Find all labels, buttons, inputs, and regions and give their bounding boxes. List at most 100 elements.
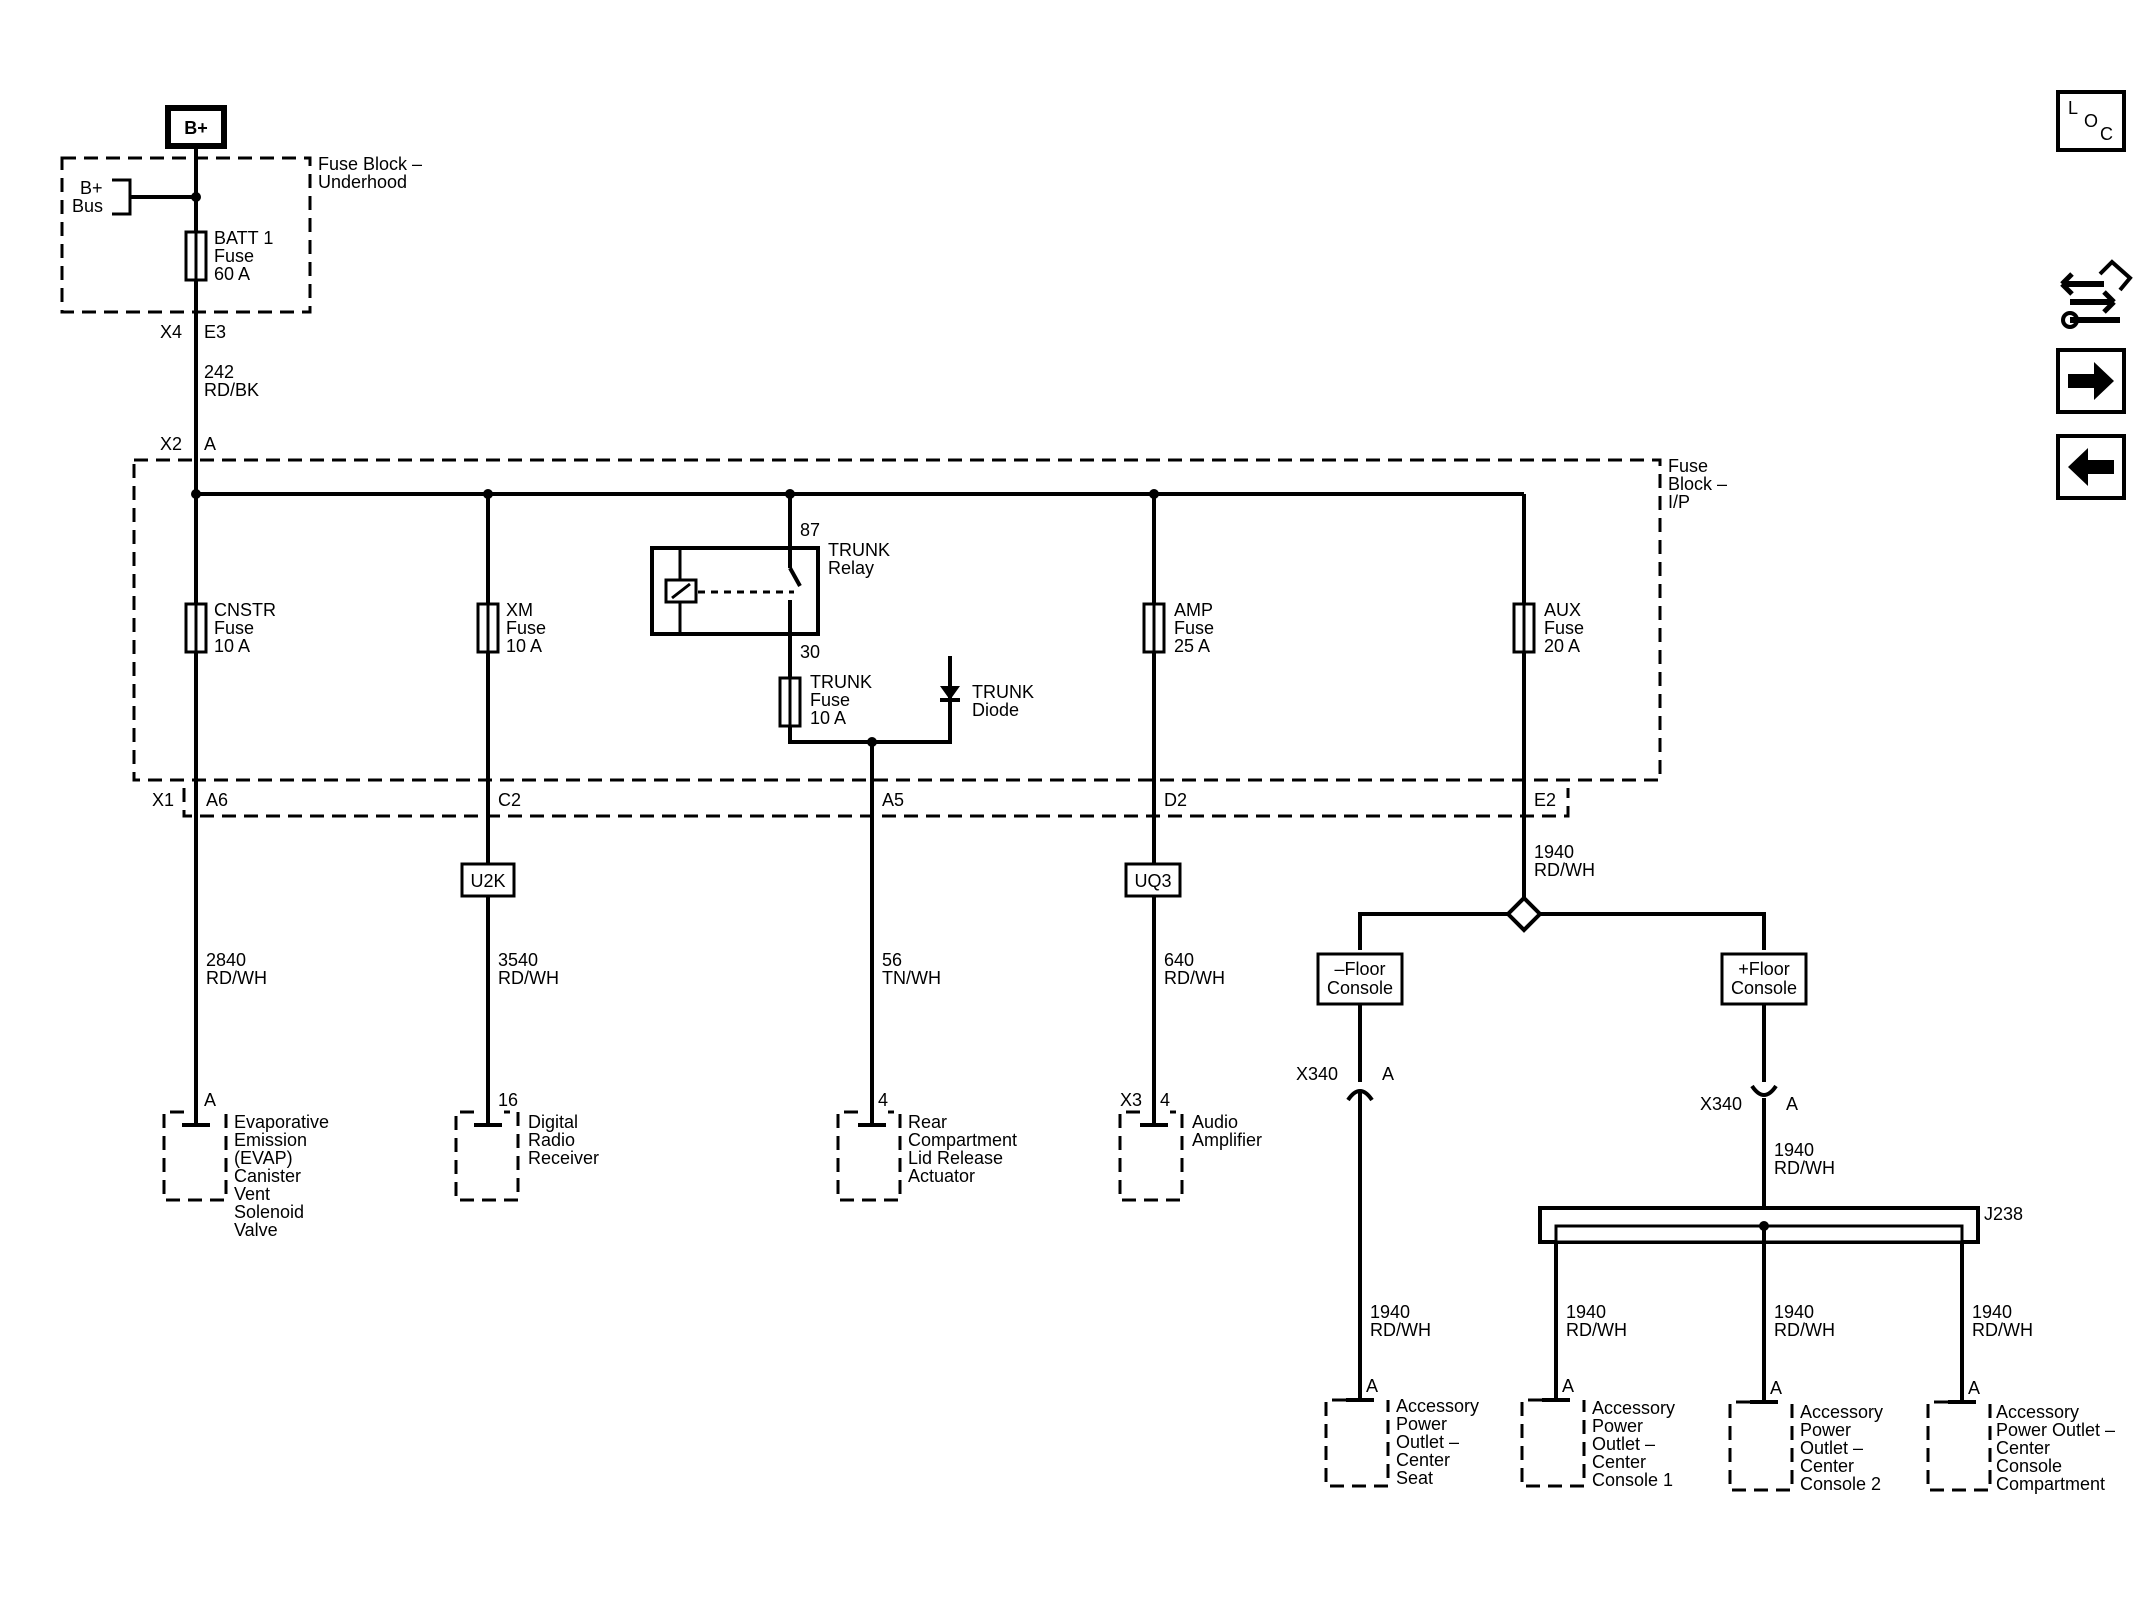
- svg-text:TRUNK: TRUNK: [810, 672, 872, 692]
- svg-text:B+: B+: [80, 178, 103, 198]
- option-uq3: UQ3: [1124, 862, 1182, 898]
- svg-text:1940: 1940: [1972, 1302, 2012, 1322]
- pin-x340-left-a: A: [1382, 1064, 1394, 1084]
- schematic-icon[interactable]: [2060, 259, 2133, 329]
- outlet-console-1-component: [1520, 1398, 1586, 1488]
- wire-242-label: 242 RD/BK: [204, 362, 259, 400]
- pin-radio-16: 16: [498, 1090, 518, 1110]
- svg-text:Console: Console: [1731, 978, 1797, 998]
- svg-text:TRUNK: TRUNK: [972, 682, 1034, 702]
- pin-center-seat-a: A: [1366, 1376, 1378, 1396]
- connector-x2: X2: [160, 434, 182, 454]
- outlet-center-seat-label: Accessory Power Outlet – Center Seat: [1396, 1396, 1479, 1488]
- svg-text:Radio: Radio: [528, 1130, 575, 1150]
- pin-amp-4: 4: [1160, 1090, 1170, 1110]
- svg-text:RD/WH: RD/WH: [1972, 1320, 2033, 1340]
- svg-text:Center: Center: [1800, 1456, 1854, 1476]
- wire-640-label: 640 RD/WH: [1164, 950, 1225, 988]
- svg-text:AMP: AMP: [1174, 600, 1213, 620]
- svg-text:56: 56: [882, 950, 902, 970]
- svg-text:XM: XM: [506, 600, 533, 620]
- svg-text:O: O: [2084, 111, 2098, 131]
- connector-x340-right: X340: [1700, 1094, 1742, 1114]
- svg-text:Compartment: Compartment: [908, 1130, 1017, 1150]
- svg-text:Console 2: Console 2: [1800, 1474, 1881, 1494]
- svg-text:Vent: Vent: [234, 1184, 270, 1204]
- svg-text:BATT 1: BATT 1: [214, 228, 273, 248]
- svg-text:Console: Console: [1327, 978, 1393, 998]
- svg-text:RD/WH: RD/WH: [206, 968, 267, 988]
- svg-text:RD/WH: RD/WH: [1534, 860, 1595, 880]
- svg-text:Fuse: Fuse: [810, 690, 850, 710]
- svg-text:10 A: 10 A: [214, 636, 250, 656]
- svg-text:Accessory: Accessory: [1592, 1398, 1675, 1418]
- svg-text:Receiver: Receiver: [528, 1148, 599, 1168]
- svg-text:20 A: 20 A: [1544, 636, 1580, 656]
- svg-text:Accessory: Accessory: [1396, 1396, 1479, 1416]
- svg-text:Bus: Bus: [72, 196, 103, 216]
- svg-text:640: 640: [1164, 950, 1194, 970]
- back-arrow-icon[interactable]: [2056, 434, 2126, 500]
- svg-text:I/P: I/P: [1668, 492, 1690, 512]
- svg-text:Amplifier: Amplifier: [1192, 1130, 1262, 1150]
- audio-amplifier-component: [1118, 1110, 1184, 1202]
- evap-solenoid-label: Evaporative Emission (EVAP) Canister Ven…: [234, 1112, 329, 1240]
- trunk-diode: TRUNK Diode: [940, 656, 1034, 720]
- svg-text:TN/WH: TN/WH: [882, 968, 941, 988]
- wire-3540-label: 3540 RD/WH: [498, 950, 559, 988]
- svg-text:Console 1: Console 1: [1592, 1470, 1673, 1490]
- svg-text:RD/WH: RD/WH: [1774, 1158, 1835, 1178]
- outlet-console-2-label: Accessory Power Outlet – Center Console …: [1800, 1402, 1883, 1494]
- location-icon[interactable]: L O C: [2056, 90, 2126, 152]
- relay-pin-87: 87: [800, 520, 820, 540]
- svg-text:Relay: Relay: [828, 558, 874, 578]
- svg-text:1940: 1940: [1566, 1302, 1606, 1322]
- svg-text:Fuse: Fuse: [214, 618, 254, 638]
- option-u2k: U2K: [460, 862, 516, 898]
- wire-1940-center-seat-label: 1940 RD/WH: [1370, 1302, 1431, 1340]
- pin-e2: E2: [1534, 790, 1556, 810]
- connector-x3: X3: [1120, 1090, 1142, 1110]
- svg-text:Block –: Block –: [1668, 474, 1727, 494]
- trunk-fuse: TRUNK Fuse 10 A: [778, 672, 872, 728]
- svg-text:RD/WH: RD/WH: [1774, 1320, 1835, 1340]
- svg-text:Valve: Valve: [234, 1220, 278, 1240]
- wire-split-diamond: [1505, 895, 1543, 933]
- svg-text:10 A: 10 A: [810, 708, 846, 728]
- pin-x340-right-a: A: [1786, 1094, 1798, 1114]
- battery-label: B+: [184, 118, 208, 138]
- svg-text:RD/WH: RD/WH: [1164, 968, 1225, 988]
- cnstr-fuse: CNSTR Fuse 10 A: [184, 600, 276, 656]
- svg-text:60 A: 60 A: [214, 264, 250, 284]
- svg-text:Lid Release: Lid Release: [908, 1148, 1003, 1168]
- connector-x1-outline: [182, 788, 1570, 818]
- svg-text:Center: Center: [1396, 1450, 1450, 1470]
- svg-text:AUX: AUX: [1544, 600, 1581, 620]
- fuse-block-ip-box: [132, 458, 1662, 782]
- connector-x4: X4: [160, 322, 182, 342]
- svg-text:Power: Power: [1800, 1420, 1851, 1440]
- svg-text:Digital: Digital: [528, 1112, 578, 1132]
- svg-text:Seat: Seat: [1396, 1468, 1433, 1488]
- outlet-compartment-component: [1926, 1400, 1992, 1492]
- svg-text:J238: J238: [1984, 1204, 2023, 1224]
- pin-compartment-a: A: [1968, 1378, 1980, 1398]
- wire-1940-aux-label: 1940 RD/WH: [1534, 842, 1595, 880]
- fuse-block-ip-label: Fuse Block – I/P: [1668, 456, 1727, 512]
- next-arrow-icon[interactable]: [2056, 348, 2126, 414]
- wire-1940-pre-splice-label: 1940 RD/WH: [1774, 1140, 1835, 1178]
- pin-evap-a: A: [204, 1090, 216, 1110]
- svg-text:Evaporative: Evaporative: [234, 1112, 329, 1132]
- svg-text:Fuse Block –: Fuse Block –: [318, 154, 422, 174]
- svg-text:RD/WH: RD/WH: [498, 968, 559, 988]
- pin-d2: D2: [1164, 790, 1187, 810]
- wire-2840-label: 2840 RD/WH: [206, 950, 267, 988]
- evap-solenoid-component: [162, 1110, 228, 1202]
- svg-text:Underhood: Underhood: [318, 172, 407, 192]
- svg-text:Power: Power: [1396, 1414, 1447, 1434]
- svg-text:Power: Power: [1592, 1416, 1643, 1436]
- svg-text:Emission: Emission: [234, 1130, 307, 1150]
- svg-text:10 A: 10 A: [506, 636, 542, 656]
- batt1-fuse: BATT 1 Fuse 60 A: [184, 228, 273, 284]
